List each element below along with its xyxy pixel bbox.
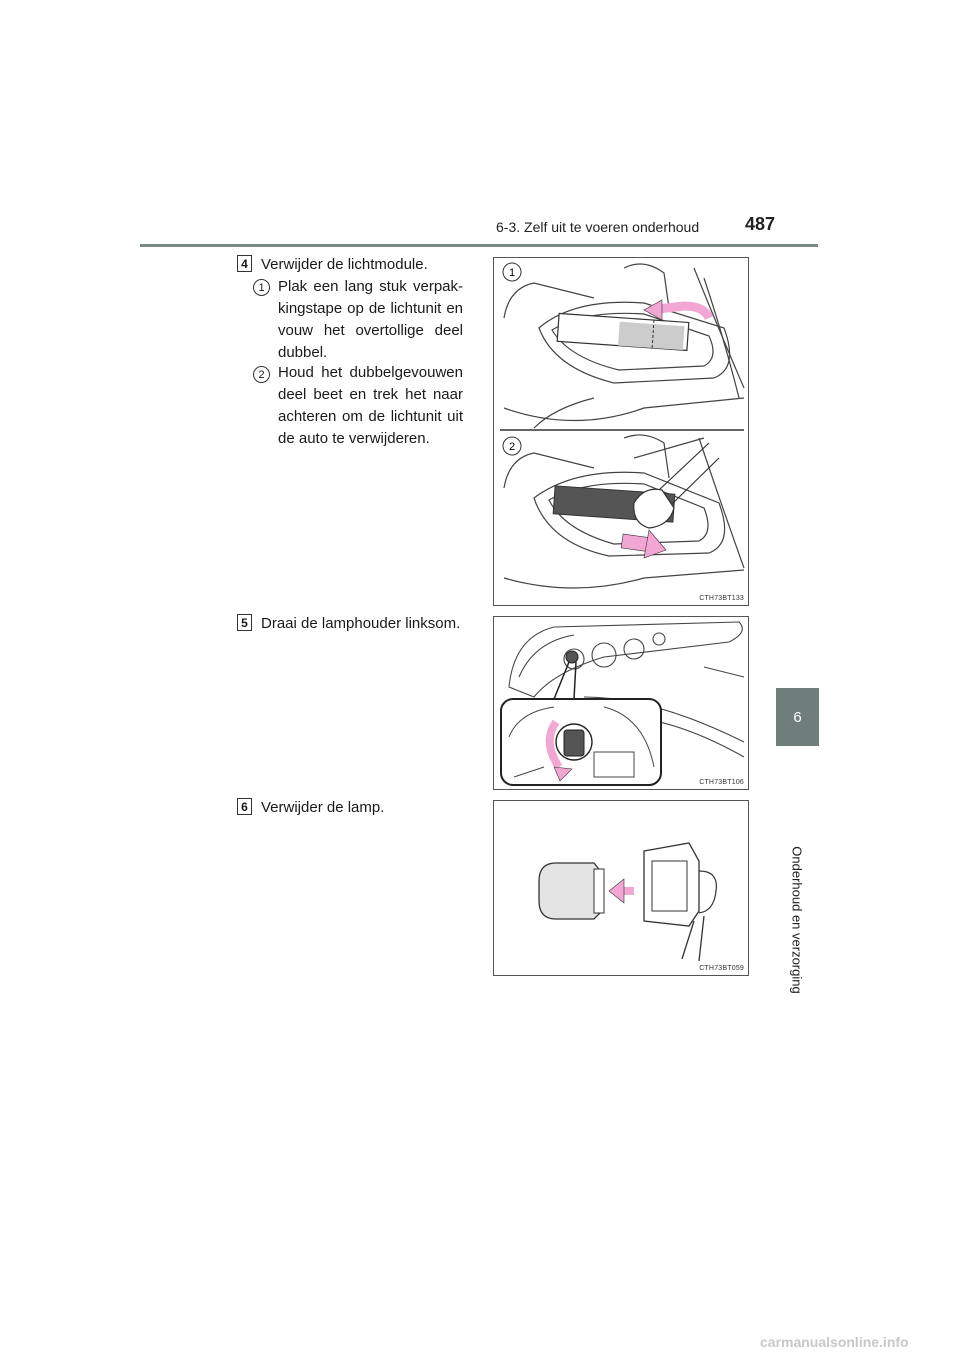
illustration-tape-light-unit: 1 2 — [500, 262, 745, 589]
illustration-bulb-removal — [538, 842, 717, 962]
step-text: Verwijder de lichtmodule. — [261, 256, 428, 273]
figure-rotate-lamp-holder: CTH73BT106 — [493, 616, 749, 790]
step-text: Verwijder de lamp. — [261, 799, 385, 816]
watermark: carmanualsonline.info — [760, 1334, 909, 1350]
figure-code: CTH73BT059 — [699, 965, 744, 972]
chapter-title: Onderhoud en verzorging — [789, 846, 805, 994]
substep-text: Plak een lang stuk verpak-kingstape op d… — [278, 278, 463, 361]
illustration-lamp-holder — [500, 621, 745, 786]
section-title: 6-3. Zelf uit te voeren onderhoud — [496, 219, 700, 235]
figure-code: CTH73BT133 — [699, 595, 744, 602]
figure-remove-bulb: CTH73BT059 — [493, 800, 749, 976]
step-badge: 4 — [237, 255, 252, 272]
chapter-tab[interactable]: 6 — [776, 688, 819, 746]
figure-code: CTH73BT106 — [699, 779, 744, 786]
figure-remove-light-module: 1 2 CTH73BT133 — [493, 257, 749, 606]
header-rule — [140, 244, 818, 247]
step-badge: 6 — [237, 798, 252, 815]
panel-label: 2 — [509, 441, 515, 453]
page-number: 487 — [745, 214, 776, 234]
substep-number: 1 — [253, 279, 270, 296]
substep-number: 2 — [253, 366, 270, 383]
step-badge: 5 — [237, 614, 252, 631]
substep-text: Houd het dubbelgevouwen deel beet en tre… — [278, 364, 463, 447]
step-text: Draai de lamphouder linksom. — [261, 615, 461, 632]
panel-label: 1 — [509, 267, 515, 279]
